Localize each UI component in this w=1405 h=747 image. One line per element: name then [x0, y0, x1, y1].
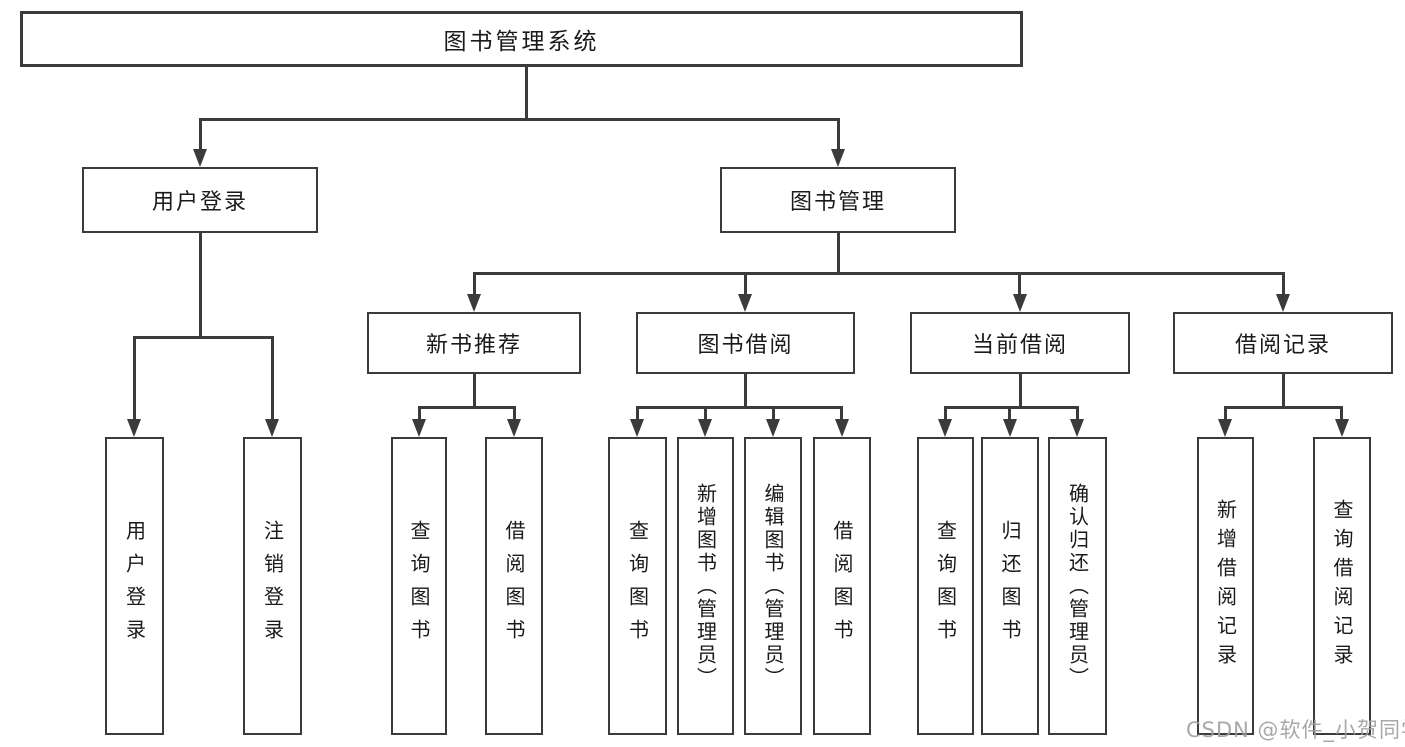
- node-root-system: 图书管理系统: [20, 11, 1023, 67]
- node-book-management: 图书管理: [720, 167, 956, 233]
- arrow-down-icon: [698, 419, 712, 437]
- leaf-return-book: 归还图书: [981, 437, 1039, 735]
- leaf-borrow-book: 借阅图书: [813, 437, 871, 735]
- connector-line: [1282, 272, 1285, 294]
- leaf-edit-book-admin: 编辑图书（管理员）: [744, 437, 802, 735]
- leaf-logout: 注销登录: [243, 437, 302, 735]
- connector-line: [1282, 374, 1285, 406]
- arrow-down-icon: [1335, 419, 1349, 437]
- node-current-borrow: 当前借阅: [910, 312, 1130, 374]
- connector-line: [473, 272, 476, 294]
- connector-line: [133, 336, 136, 419]
- connector-line: [840, 406, 843, 419]
- leaf-user-login: 用户登录: [105, 437, 164, 735]
- connector-line: [744, 374, 747, 406]
- connector-line: [1340, 406, 1343, 419]
- arrow-down-icon: [1218, 419, 1232, 437]
- connector-line: [199, 233, 202, 336]
- arrow-down-icon: [938, 419, 952, 437]
- connector-line: [473, 374, 476, 406]
- connector-line: [199, 118, 202, 150]
- leaf-add-book-admin: 新增图书（管理员）: [677, 437, 734, 735]
- connector-line: [944, 406, 1078, 409]
- arrow-down-icon: [738, 294, 752, 312]
- connector-line: [744, 272, 747, 294]
- arrow-down-icon: [412, 419, 426, 437]
- arrow-down-icon: [835, 419, 849, 437]
- connector-line: [1224, 406, 1227, 419]
- arrow-down-icon: [507, 419, 521, 437]
- connector-line: [704, 406, 707, 419]
- connector-line: [1018, 272, 1021, 294]
- arrow-down-icon: [766, 419, 780, 437]
- arrow-down-icon: [1276, 294, 1290, 312]
- leaf-add-borrow-record: 新增借阅记录: [1197, 437, 1254, 735]
- connector-line: [837, 233, 840, 272]
- connector-line: [1019, 374, 1022, 406]
- leaf-query-book-current: 查询图书: [917, 437, 974, 735]
- arrow-down-icon: [127, 419, 141, 437]
- connector-line: [1008, 406, 1011, 419]
- arrow-down-icon: [265, 419, 279, 437]
- arrow-down-icon: [193, 149, 207, 167]
- arrow-down-icon: [831, 149, 845, 167]
- leaf-borrow-book-recommend: 借阅图书: [485, 437, 543, 735]
- connector-line: [944, 406, 947, 419]
- connector-line: [418, 406, 516, 409]
- connector-line: [772, 406, 775, 419]
- arrow-down-icon: [1003, 419, 1017, 437]
- connector-line: [837, 118, 840, 150]
- connector-line: [1076, 406, 1079, 419]
- connector-line: [133, 336, 274, 339]
- csdn-watermark: CSDN @软件_小贺同学: [1186, 718, 1405, 742]
- connector-line: [473, 272, 1284, 275]
- connector-line: [199, 118, 840, 121]
- leaf-query-book-borrow: 查询图书: [608, 437, 667, 735]
- arrow-down-icon: [630, 419, 644, 437]
- connector-line: [513, 406, 516, 419]
- connector-line: [1224, 406, 1343, 409]
- leaf-query-borrow-record: 查询借阅记录: [1313, 437, 1371, 735]
- leaf-confirm-return-admin: 确认归还（管理员）: [1048, 437, 1107, 735]
- connector-line: [636, 406, 639, 419]
- connector-line: [271, 336, 274, 419]
- arrow-down-icon: [1070, 419, 1084, 437]
- leaf-query-book-recommend: 查询图书: [391, 437, 447, 735]
- arrow-down-icon: [1013, 294, 1027, 312]
- node-user-login: 用户登录: [82, 167, 318, 233]
- node-new-book-recommend: 新书推荐: [367, 312, 581, 374]
- node-book-borrow: 图书借阅: [636, 312, 855, 374]
- arrow-down-icon: [467, 294, 481, 312]
- connector-line: [418, 406, 421, 419]
- node-borrow-record: 借阅记录: [1173, 312, 1393, 374]
- connector-line: [525, 67, 528, 118]
- connector-line: [636, 406, 843, 409]
